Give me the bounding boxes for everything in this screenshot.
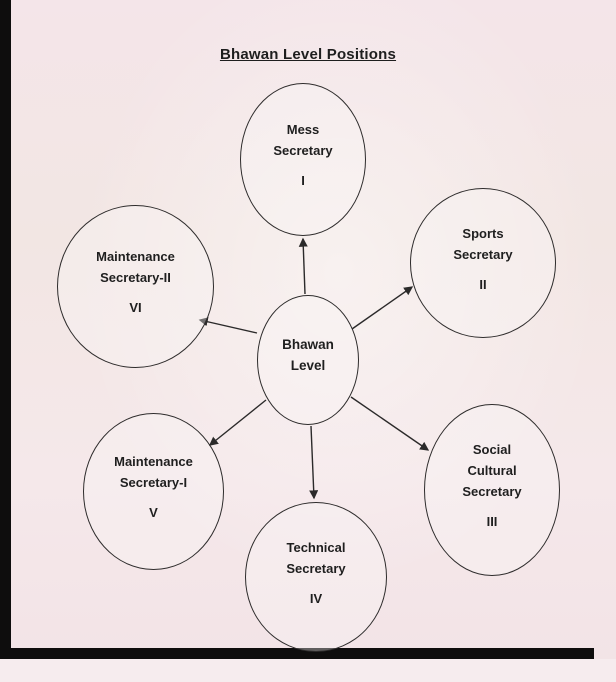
node-maintenance-secretary-1: Maintenance Secretary-I V: [83, 413, 224, 570]
node-label-line: Mess: [286, 122, 320, 137]
node-label-line: Bhawan: [282, 337, 334, 352]
node-social-cultural-secretary-numeral: III: [486, 514, 498, 529]
node-label-line: Secretary: [462, 484, 522, 499]
node-technical-secretary-numeral: IV: [309, 590, 323, 606]
node-label-line: Secretary: [453, 246, 513, 262]
node-maintenance-secretary-1-numeral: V: [149, 505, 158, 520]
node-bhawan-level-label: Bhawan Level: [282, 336, 334, 374]
node-label-line: Cultural: [467, 463, 517, 478]
node-label-line: Technical: [286, 539, 346, 555]
arrow-center-to-technical-secretary: [309, 425, 319, 500]
node-sports-secretary-label: Sports Secretary: [453, 225, 512, 263]
arrow-center-to-maintenance-secretary-2: [198, 317, 258, 334]
node-technical-secretary-label: Technical Secretary: [286, 539, 345, 577]
node-label-line: Sports: [462, 225, 504, 241]
node-mess-secretary: Mess Secretary I: [240, 83, 366, 236]
node-label-line: Maintenance: [114, 454, 193, 469]
node-label-line: Level: [290, 358, 326, 373]
arrow-center-to-social-cultural-secretary: [350, 396, 430, 451]
node-mess-secretary-numeral: I: [301, 173, 305, 188]
node-maintenance-secretary-1-label: Maintenance Secretary-I: [114, 453, 193, 491]
node-maintenance-secretary-2: Maintenance Secretary-II VI: [57, 205, 214, 368]
node-label-line: Secretary-I: [119, 475, 188, 490]
node-maintenance-secretary-2-label: Maintenance Secretary-II: [96, 248, 175, 286]
node-social-cultural-secretary: Social Cultural Secretary III: [424, 404, 560, 576]
node-mess-secretary-label: Mess Secretary: [273, 121, 332, 159]
node-label-line: Maintenance: [96, 249, 175, 264]
node-label-line: Secretary: [273, 143, 333, 158]
arrow-center-to-maintenance-secretary-1: [208, 399, 267, 446]
node-label-line: Secretary: [286, 560, 346, 576]
node-sports-secretary-numeral: II: [479, 276, 487, 292]
node-social-cultural-secretary-label: Social Cultural Secretary: [462, 441, 521, 500]
scan-edge-bottom: [8, 648, 594, 659]
diagram-title: Bhawan Level Positions: [219, 46, 397, 63]
scan-edge-left: [0, 0, 11, 659]
node-bhawan-level: Bhawan Level: [257, 295, 359, 425]
arrow-center-to-sports-secretary: [351, 286, 414, 330]
node-label-line: Secretary-II: [100, 270, 171, 285]
arrow-center-to-mess-secretary: [298, 237, 308, 295]
node-sports-secretary: Sports Secretary II: [410, 188, 556, 338]
node-maintenance-secretary-2-numeral: VI: [129, 300, 142, 315]
node-technical-secretary: Technical Secretary IV: [245, 502, 387, 652]
scan-footer-strip: [0, 659, 616, 682]
node-label-line: Social: [472, 442, 512, 457]
